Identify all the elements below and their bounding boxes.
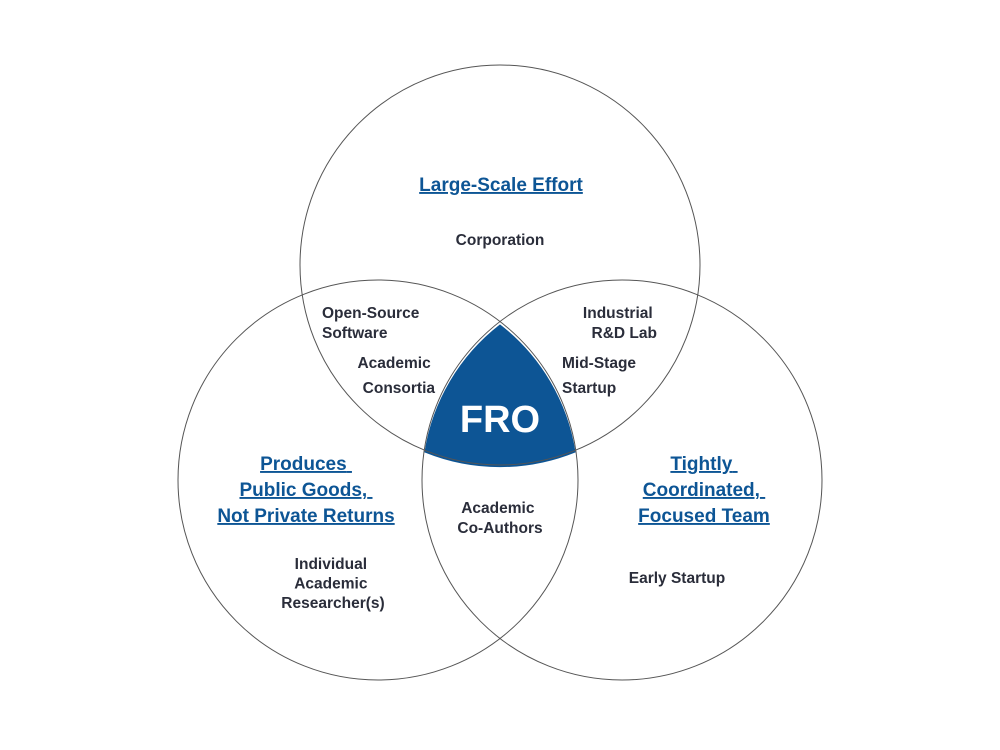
region-top-right-b: Mid-Stage Startup xyxy=(562,355,640,397)
region-line: Open-Source xyxy=(322,305,420,322)
region-line: Early Startup xyxy=(629,570,725,587)
heading-left-line: Public Goods, xyxy=(239,480,367,501)
region-right-only: Early Startup xyxy=(629,570,725,587)
region-top-left-a: Open-Source Software xyxy=(322,305,424,342)
center-intersection-fill xyxy=(424,324,576,468)
region-line: Startup xyxy=(562,380,616,397)
heading-left-line: Not Private Returns xyxy=(217,506,394,527)
region-line: Co-Authors xyxy=(457,520,542,537)
heading-right-line: Focused Team xyxy=(638,506,770,527)
region-line: Corporation xyxy=(456,232,545,249)
region-line: Academic xyxy=(461,500,535,517)
region-line: Academic xyxy=(294,576,368,593)
region-left-right: Academic Co-Authors xyxy=(457,500,542,537)
heading-top-line: Large-Scale Effort xyxy=(419,175,583,196)
heading-left-line: Produces xyxy=(260,454,347,475)
region-left-only: Individual Academic Researcher(s) xyxy=(281,556,384,612)
heading-left: Produces Public Goods, Not Private Retur… xyxy=(217,454,394,527)
region-top-right-a: Industrial R&D Lab xyxy=(583,305,657,342)
center-label: FRO xyxy=(460,399,540,441)
region-line: Individual xyxy=(295,556,367,573)
region-line: Consortia xyxy=(363,380,436,397)
region-line: Researcher(s) xyxy=(281,595,384,612)
region-line: Software xyxy=(322,325,388,342)
region-line: Mid-Stage xyxy=(562,355,636,372)
circle-right xyxy=(421,279,823,681)
region-top-only: Corporation xyxy=(456,232,545,249)
heading-right-line: Tightly xyxy=(670,454,732,475)
region-line: Academic xyxy=(357,355,431,372)
heading-top: Large-Scale Effort xyxy=(419,175,583,196)
circle-top xyxy=(299,64,701,466)
region-line: Industrial xyxy=(583,305,653,322)
heading-right-line: Coordinated, xyxy=(643,480,760,501)
heading-right: Tightly Coordinated, Focused Team xyxy=(638,454,770,527)
circle-left xyxy=(177,279,579,681)
region-line: R&D Lab xyxy=(592,325,657,342)
region-top-left-b: Academic Consortia xyxy=(357,355,435,397)
